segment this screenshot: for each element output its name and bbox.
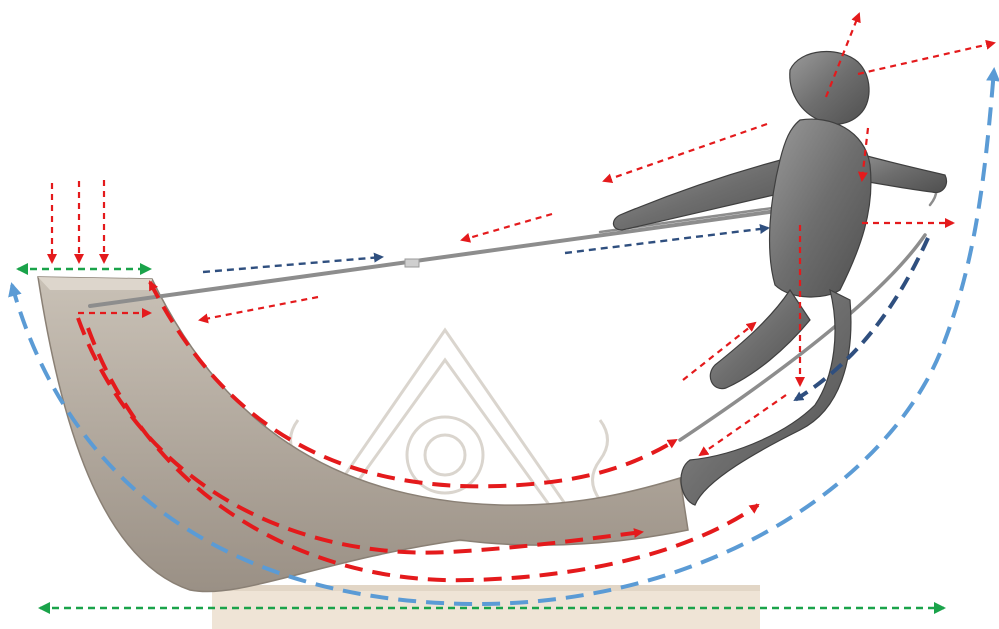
fencer-figure <box>613 52 946 505</box>
curved-stone-base <box>38 277 688 592</box>
stone-base-top-face <box>38 277 152 290</box>
